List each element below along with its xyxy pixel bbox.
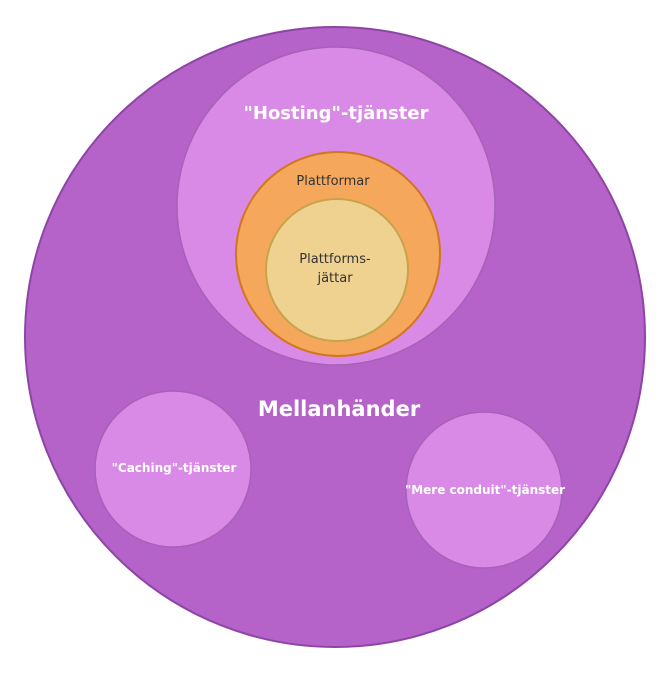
mere-conduit-label: "Mere conduit"-tjänster [405,483,565,497]
caching-label: "Caching"-tjänster [112,461,237,475]
hosting-label: "Hosting"-tjänster [244,103,429,124]
mellanhander-label: Mellanhänder [258,397,421,421]
plattformar-label: Plattformar [296,174,370,189]
mere-conduit-circle [405,411,563,569]
plattformsjattar-circle [265,198,409,342]
plattformsjattar-label-line1: Plattforms- [299,252,371,267]
plattformsjattar-label-line2: jättar [316,271,353,286]
caching-circle [94,390,252,548]
